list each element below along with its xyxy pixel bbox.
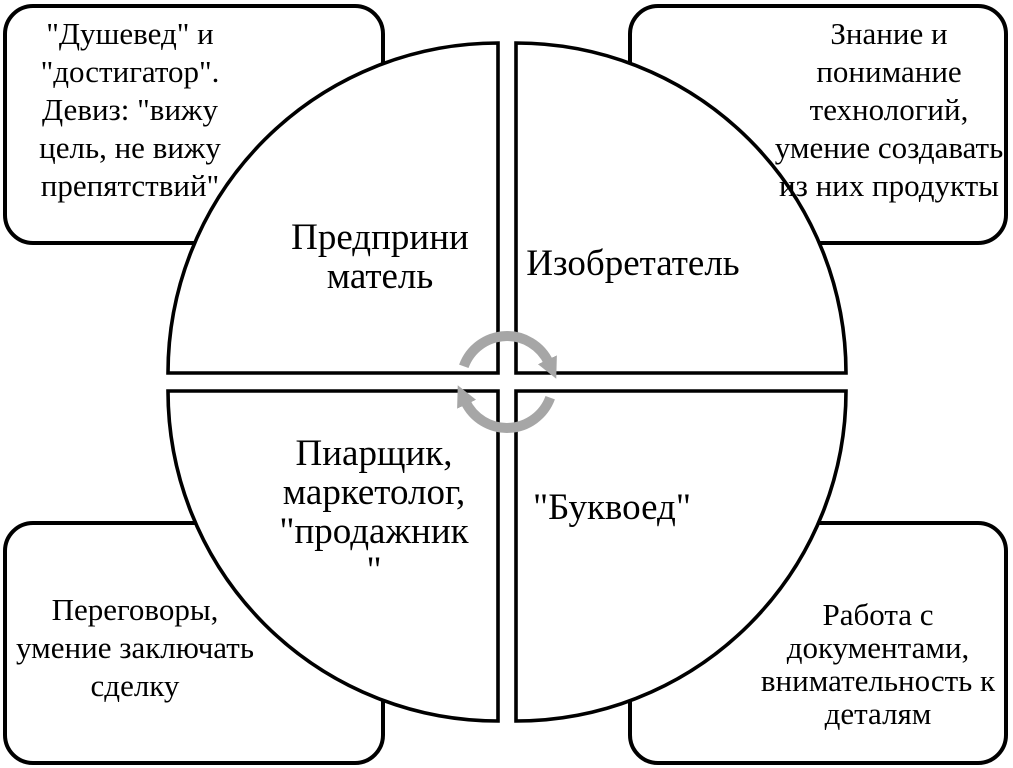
callout-text-top-right: Знание и понимание технологий, умение со…: [774, 16, 1004, 203]
callout-text-top-left: "Душевед" и "достигатор". Девиз: "вижу ц…: [39, 16, 221, 203]
quadrant-label-entrepreneur: Предприни матель: [291, 217, 469, 297]
quadrant-label-marketer: Пиарщик, маркетолог, "продажник ": [279, 433, 469, 591]
cycle-arrow-bottom-icon: [457, 385, 555, 433]
cycle-arrow-top-icon: [459, 331, 557, 379]
callout-text-bottom-left: Переговоры, умение заключать сделку: [16, 592, 254, 703]
quadrant-shape-bottom-left: [166, 389, 500, 723]
quadrant-label-bookworm: "Буквоед": [533, 487, 691, 528]
quadrant-shape-top-right: [514, 41, 848, 375]
quadrant-shape-top-left: [166, 41, 500, 375]
quadrant-shape-bottom-right: [514, 389, 848, 723]
quadrant-label-inventor: Изобретатель: [526, 243, 740, 284]
callout-text-bottom-right: Работа с документами, внимательность к д…: [760, 597, 996, 731]
